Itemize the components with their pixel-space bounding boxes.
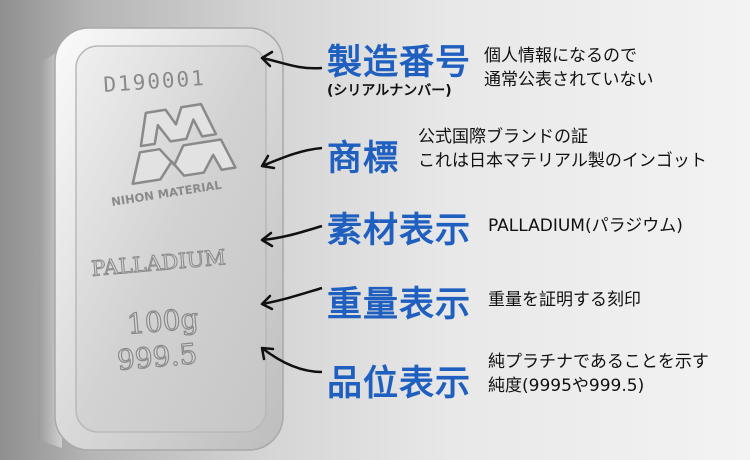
annotation-trademark-title: 商標 bbox=[327, 139, 400, 179]
arrow-purity bbox=[260, 346, 323, 374]
brand-logo-icon bbox=[131, 102, 237, 186]
bar-purity-engraving: 999.5 bbox=[116, 337, 199, 377]
annotation-material-line-1: PALLADIUM(パラジウム) bbox=[488, 216, 683, 236]
annotation-trademark-line-2: これは日本マテリアル製のインゴット bbox=[418, 151, 707, 171]
annotation-purity-description: 純プラチナであることを示す 純度(9995や999.5) bbox=[488, 350, 709, 398]
arrow-serial bbox=[260, 50, 323, 70]
annotation-material-title: 素材表示 bbox=[327, 211, 472, 251]
annotation-purity-line-1: 純プラチナであることを示す bbox=[488, 352, 709, 372]
annotation-trademark-line-1: 公式国際ブランドの証 bbox=[418, 127, 588, 147]
annotation-serial-line-2: 通常公表されていない bbox=[484, 70, 654, 90]
arrow-weight bbox=[260, 286, 323, 311]
annotation-purity-title: 品位表示 bbox=[327, 364, 472, 404]
annotation-weight-title: 重量表示 bbox=[327, 285, 472, 325]
annotation-serial-description: 個人情報になるので 通常公表されていない bbox=[484, 44, 654, 92]
annotation-material-description: PALLADIUM(パラジウム) bbox=[488, 214, 683, 238]
annotation-serial-subtitle: (シリアルナンバー) bbox=[327, 83, 452, 99]
annotation-serial-line-1: 個人情報になるので bbox=[484, 46, 637, 66]
annotation-purity-line-2: 純度(9995や999.5) bbox=[488, 376, 645, 396]
arrow-metal bbox=[260, 224, 323, 248]
bar-inner-panel bbox=[75, 45, 267, 433]
annotation-serial-title: 製造番号 bbox=[327, 43, 472, 83]
annotation-weight-description: 重量を証明する刻印 bbox=[488, 288, 641, 312]
annotation-weight-line-1: 重量を証明する刻印 bbox=[488, 290, 641, 310]
annotation-trademark-description: 公式国際ブランドの証 これは日本マテリアル製のインゴット bbox=[418, 125, 707, 173]
bar-weight-engraving: 100g bbox=[126, 302, 200, 341]
arrow-logo bbox=[260, 146, 323, 170]
